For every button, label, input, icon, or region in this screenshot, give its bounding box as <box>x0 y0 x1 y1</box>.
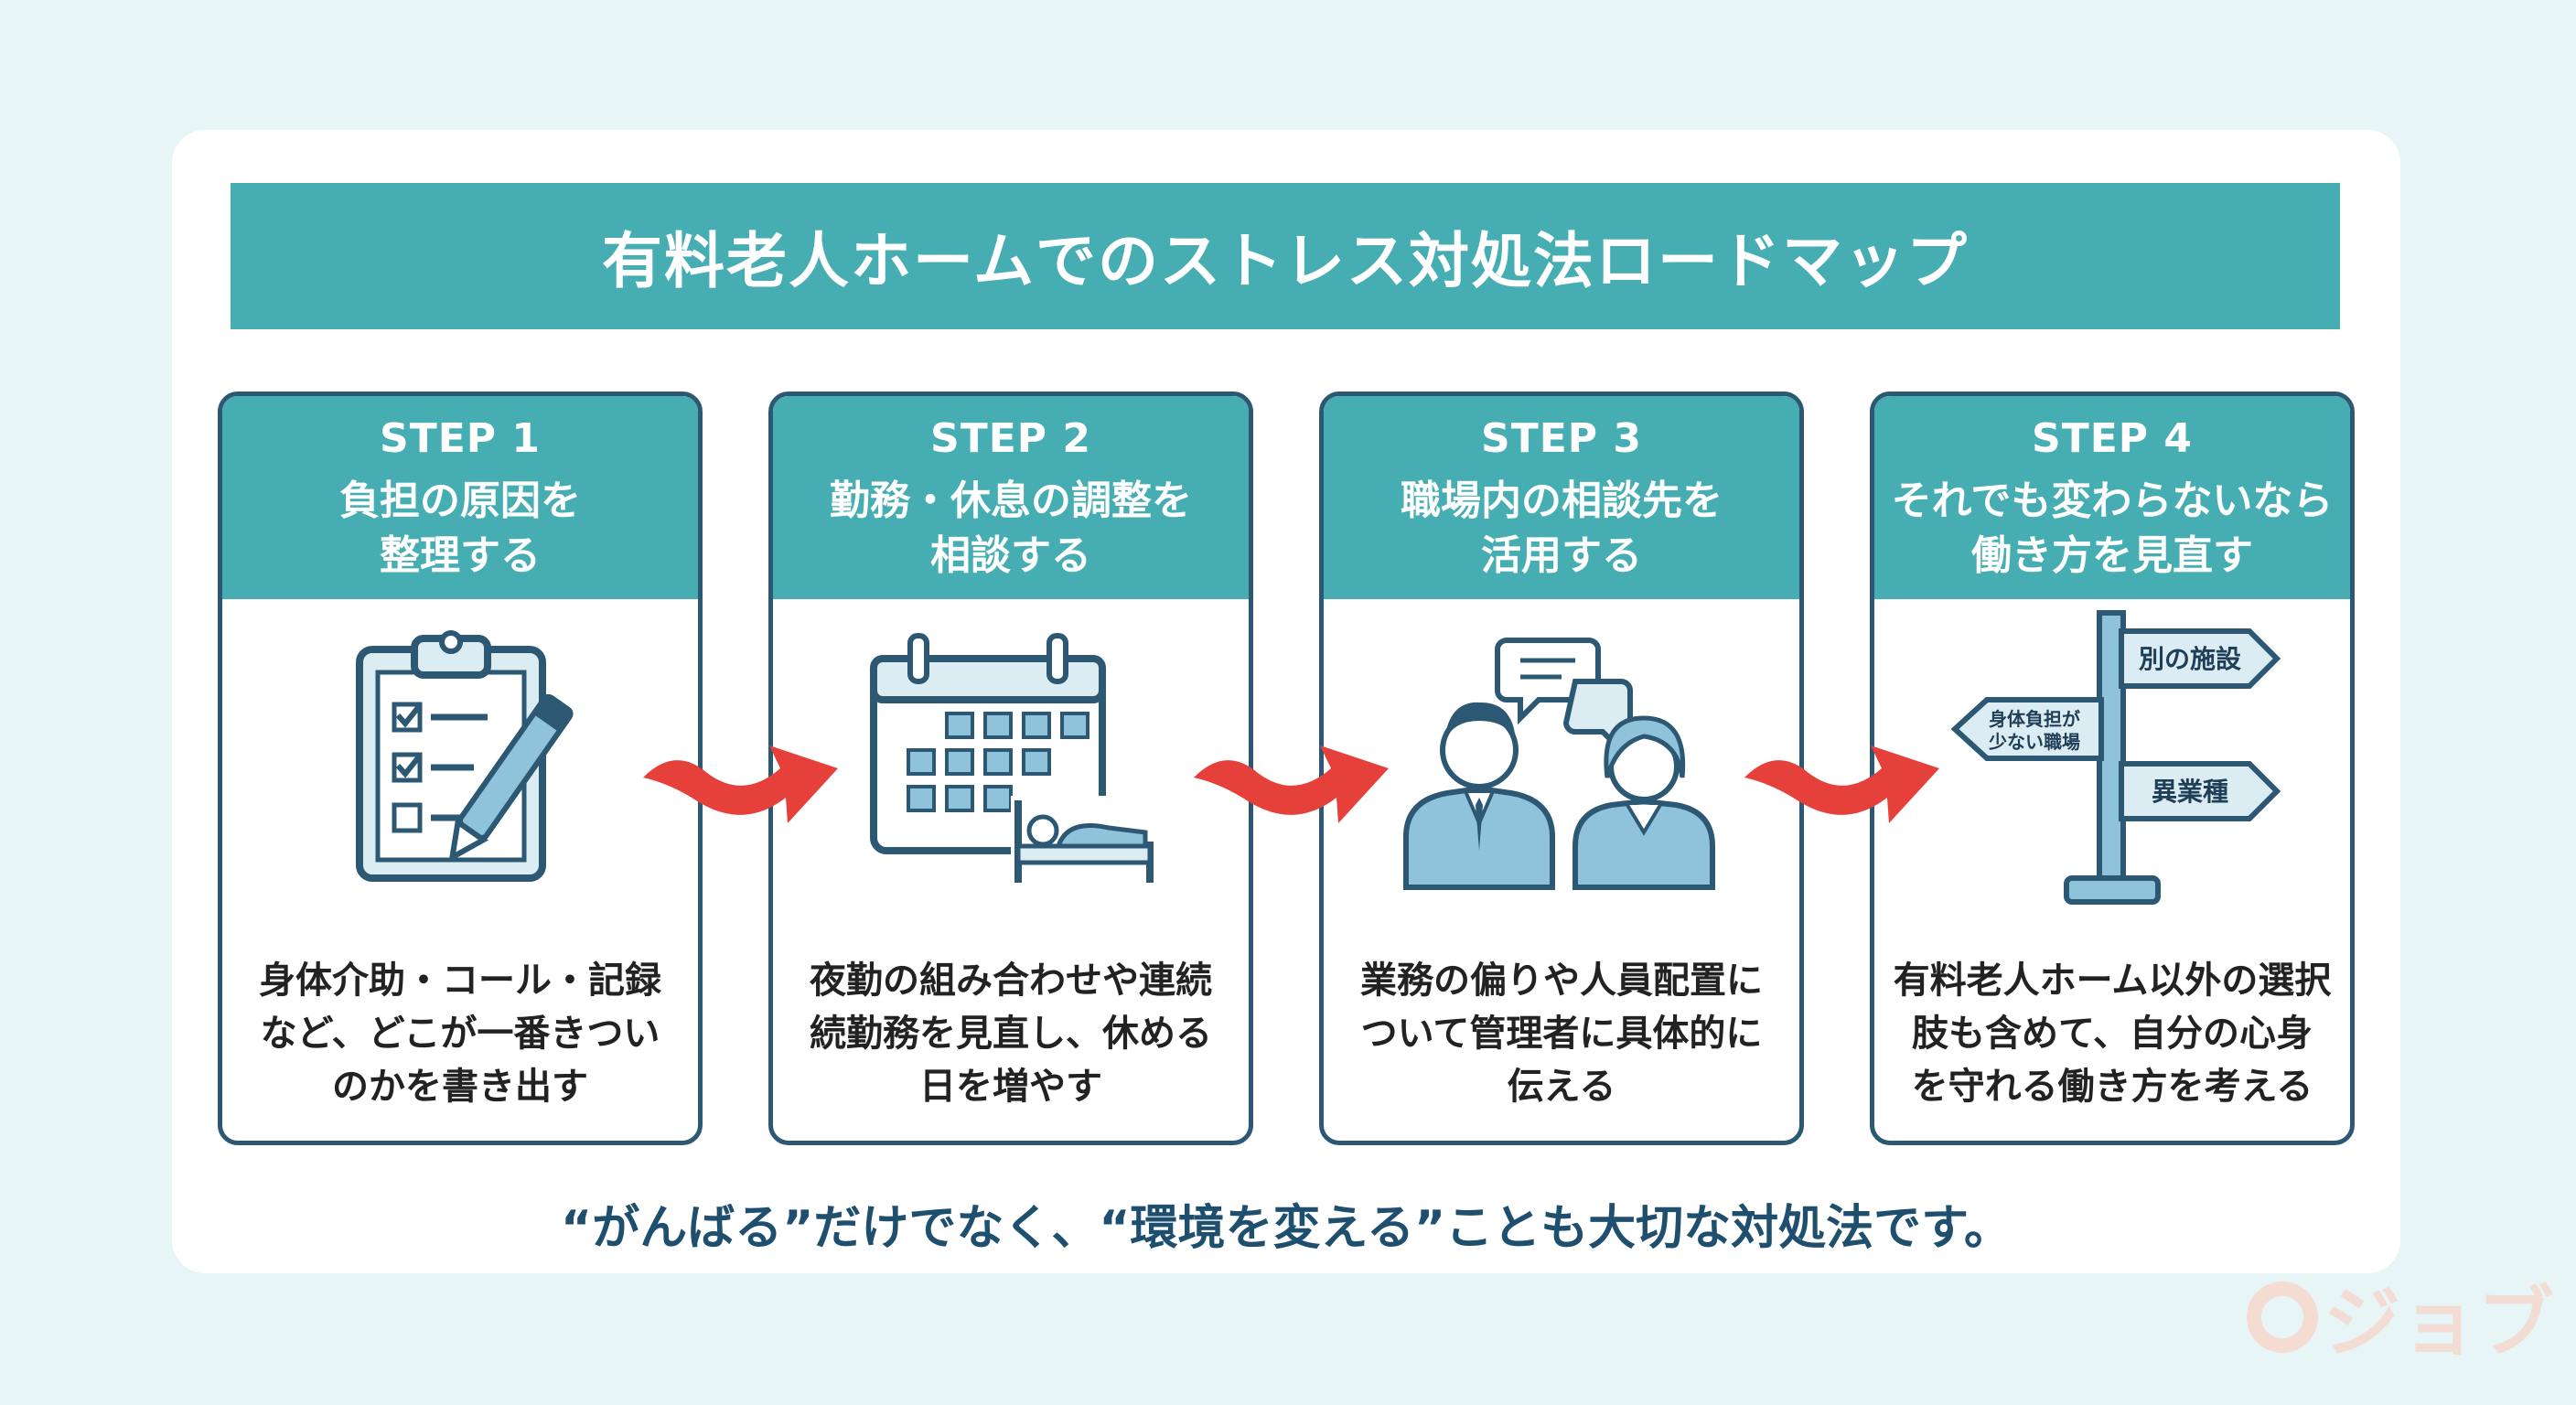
watermark-text: ジョブ <box>2323 1278 2554 1367</box>
step-3-title: 職場内の相談先を 活用する <box>1401 477 1723 579</box>
step-2-description: 夜勤の組み合わせや連続 続勤務を見直し、休める 日を増やす <box>810 960 1212 1108</box>
step-4-label: STEP 4 <box>2032 415 2193 463</box>
step-4-card: STEP 4 それでも変わらないなら 働き方を見直す 別の施設 身体負担が 少な… <box>1870 391 2355 1145</box>
people-consultation-icon <box>1324 608 1799 910</box>
logo-d-icon <box>2246 1281 2318 1353</box>
step-1-label: STEP 1 <box>380 415 541 463</box>
sign-bottom: 異業種 <box>2152 777 2228 807</box>
step-3-description: 業務の偏りや人員配置に ついて管理者に具体的に 伝える <box>1360 960 1763 1108</box>
step-1-card: STEP 1 負担の原因を 整理する 身体介助・コール・記録 など、どこが一番き… <box>218 391 703 1145</box>
calendar-bed-icon <box>773 608 1249 910</box>
step-2-label: STEP 2 <box>930 415 1091 463</box>
step-1-description: 身体介助・コール・記録 など、どこが一番きつい のかを書き出す <box>259 960 661 1108</box>
step-4-header: STEP 4 それでも変わらないなら 働き方を見直す <box>1874 396 2350 599</box>
step-2-card: STEP 2 勤務・休息の調整を 相談する 夜勤の組み合わせや連続 続勤務を見直… <box>768 391 1253 1145</box>
signpost-icon: 別の施設 身体負担が 少ない職場 異業種 <box>1874 608 2350 910</box>
clipboard-checklist-icon <box>222 608 698 910</box>
step-4-title: それでも変わらないなら 働き方を見直す <box>1891 477 2334 579</box>
step-1-header: STEP 1 負担の原因を 整理する <box>222 396 698 599</box>
step-3-header: STEP 3 職場内の相談先を 活用する <box>1324 396 1799 599</box>
sign-middle-line2: 少ない職場 <box>1988 731 2080 753</box>
arrow-right-icon <box>1744 745 1939 823</box>
arrow-right-icon <box>643 745 838 823</box>
arrow-right-icon <box>1194 745 1389 823</box>
step-3-label: STEP 3 <box>1481 415 1642 463</box>
step-3-card: STEP 3 職場内の相談先を 活用する 業務の偏りや人員配置に ついて管理者に… <box>1319 391 1804 1145</box>
step-4-description: 有料老人ホーム以外の選択 肢も含めて、自分の心身 を守れる働き方を考える <box>1893 960 2332 1108</box>
page-title: 有料老人ホームでのストレス対処法ロードマップ <box>231 183 2340 329</box>
footer-message: “がんばる”だけでなく、“環境を変える”ことも大切な対処法です。 <box>561 1201 2012 1256</box>
step-2-title: 勤務・休息の調整を 相談する <box>830 477 1192 579</box>
step-2-header: STEP 2 勤務・休息の調整を 相談する <box>773 396 1249 599</box>
watermark-logo: ジョブ <box>2246 1261 2554 1372</box>
step-1-title: 負担の原因を 整理する <box>339 477 581 579</box>
sign-top: 別の施設 <box>2139 644 2242 674</box>
sign-middle-line1: 身体負担が <box>1989 708 2080 730</box>
